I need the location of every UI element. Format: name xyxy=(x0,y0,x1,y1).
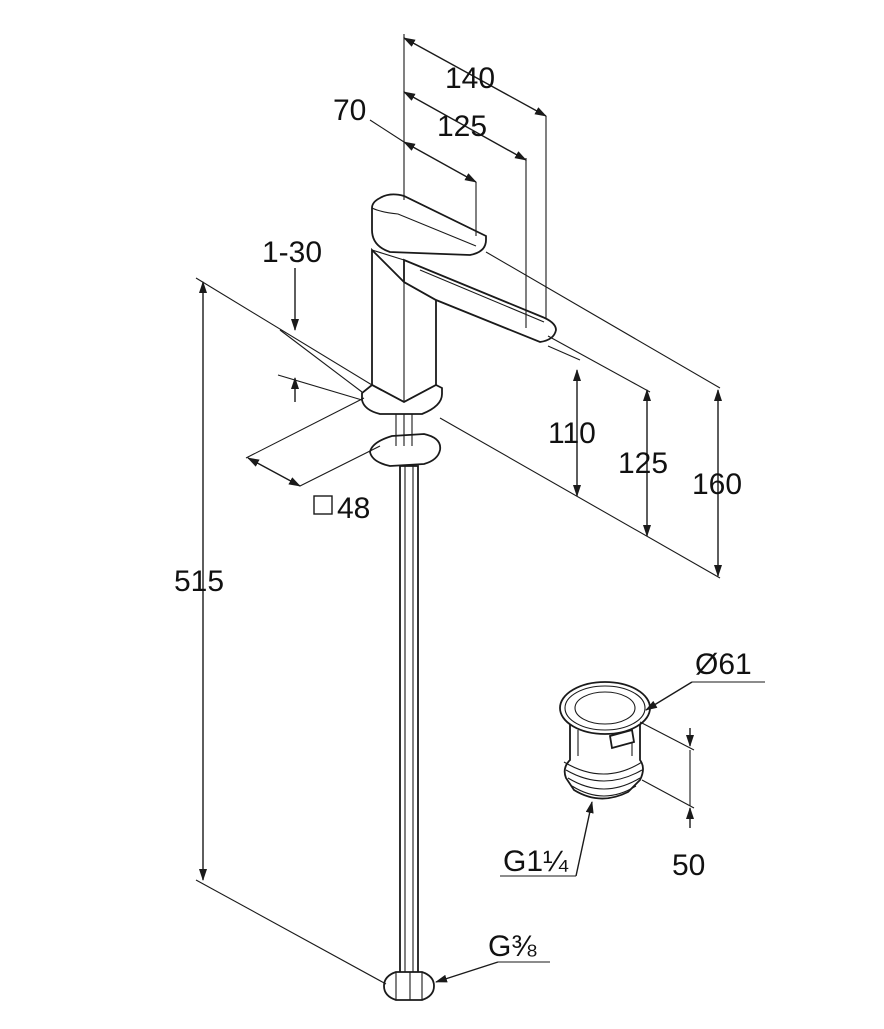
dim-61-label: Ø61 xyxy=(695,648,752,681)
dimension-160: 160 xyxy=(485,251,742,577)
dim-110-label: 110 xyxy=(548,417,596,450)
dim-50-label: 50 xyxy=(672,849,705,882)
square-symbol xyxy=(313,495,333,515)
dimension-515: 515 xyxy=(174,277,387,985)
dimension-70: 70 xyxy=(333,94,477,236)
dim-70-label: 70 xyxy=(333,94,366,127)
faucet-body xyxy=(361,193,557,1001)
waste-flange xyxy=(559,681,651,735)
dim-140-label: 140 xyxy=(445,62,495,95)
dimension-g114: G1¼ xyxy=(500,801,594,878)
dimension-125-top: 125 xyxy=(403,91,527,328)
dim-125-top-label: 125 xyxy=(437,110,487,143)
dim-48-label: 48 xyxy=(337,492,370,525)
dim-g114-label: G1¼ xyxy=(503,845,569,878)
waste-valve xyxy=(559,681,651,800)
dim-515-label: 515 xyxy=(174,565,224,598)
dimension-48: 48 xyxy=(245,397,381,525)
dimension-140: 140 xyxy=(403,34,547,318)
dimension-125-side: 125 xyxy=(547,335,668,537)
hose-fitting xyxy=(383,971,435,1001)
dim-160-label: 160 xyxy=(692,468,742,501)
base-plate xyxy=(361,383,443,415)
dim-g38-label: G⅜ xyxy=(488,930,537,963)
dim-125-side-label: 125 xyxy=(618,447,668,480)
supply-hose xyxy=(399,465,419,977)
spout xyxy=(403,258,557,343)
dimension-61: Ø61 xyxy=(645,648,765,711)
mounting-nut xyxy=(369,433,442,467)
dimension-50: 50 xyxy=(639,721,705,882)
dimension-1-30: 1-30 xyxy=(262,236,363,402)
dimension-110: 110 xyxy=(439,345,721,579)
overflow-slot xyxy=(608,728,636,750)
dimension-g38: G⅜ xyxy=(435,930,550,983)
lever-handle xyxy=(371,193,487,256)
dim-1-30-label: 1-30 xyxy=(262,236,322,269)
